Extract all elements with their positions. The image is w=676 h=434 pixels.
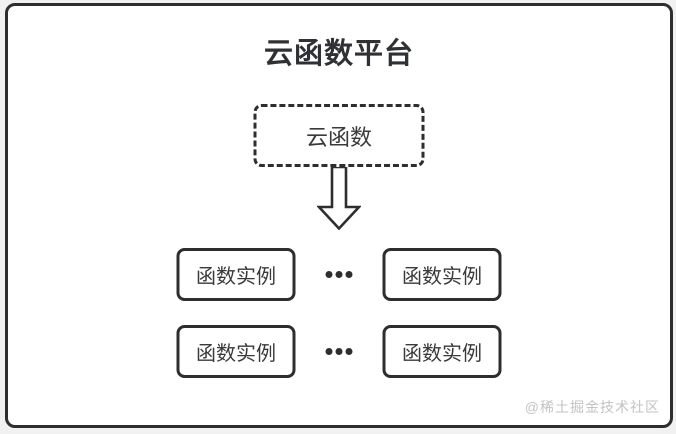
ellipsis-icon	[325, 271, 353, 278]
ellipsis-icon	[325, 348, 353, 355]
function-instance-box: 函数实例	[176, 248, 296, 301]
function-instance-label: 函数实例	[402, 343, 482, 365]
watermark: @稀土掘金技术社区	[524, 399, 660, 415]
function-instance-box: 函数实例	[382, 248, 502, 301]
instance-row-1: 函数实例 函数实例	[176, 248, 502, 301]
function-instance-label: 函数实例	[196, 266, 276, 288]
function-instance-label: 函数实例	[402, 266, 482, 288]
cloud-function-box: 云函数	[253, 104, 425, 167]
down-arrow-icon	[316, 165, 362, 231]
instance-row-2: 函数实例 函数实例	[176, 325, 502, 378]
cloud-function-label: 云函数	[305, 124, 372, 150]
diagram-title: 云函数平台	[263, 38, 414, 70]
function-instance-label: 函数实例	[196, 343, 276, 365]
cloud-platform-card: 云函数平台 云函数 函数实例 函数实例 函数实例 函数实例 @稀土掘金技术社区	[5, 3, 673, 428]
function-instance-box: 函数实例	[176, 325, 296, 378]
function-instance-box: 函数实例	[382, 325, 502, 378]
